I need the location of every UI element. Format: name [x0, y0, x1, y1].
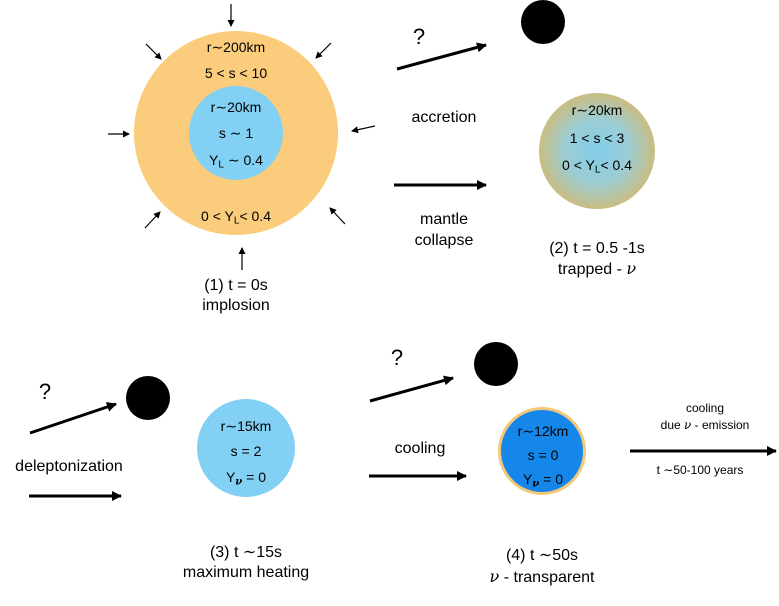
stage1-core-y-suffix: ∼ 0.4 — [223, 152, 263, 168]
stage1-outer-entropy: 5 < s < 10 — [204, 65, 268, 81]
stage1-outer-y-suffix: < 0.4 — [239, 208, 271, 224]
label-final-cooling: cooling — [685, 401, 725, 415]
stage1-core-lepton-fraction: YL ∼ 0.4 — [186, 153, 286, 171]
stage3-neutrino-fraction: Yν = 0 — [206, 470, 286, 488]
stage1-core-radius: r∼20km — [210, 99, 262, 115]
stage2-radius: r∼20km — [571, 102, 623, 118]
black-hole-top — [521, 0, 565, 44]
black-hole-left — [126, 376, 170, 420]
stage1-outer-lepton-fraction: 0 < YL< 0.4 — [181, 209, 291, 227]
final-emission-suffix: - emission — [691, 418, 750, 432]
question-mark-middle: ? — [390, 345, 404, 370]
arrow-to-black-hole-middle — [369, 375, 454, 403]
label-deleptonization: deleptonization — [15, 458, 123, 475]
stage4-y-suffix: = 0 — [539, 471, 564, 487]
stage2-caption-nu: ν — [626, 259, 637, 278]
implosion-arrows — [108, 4, 376, 270]
stage1-caption-name: implosion — [202, 297, 270, 314]
stage3-entropy: s = 2 — [230, 443, 262, 459]
stage3-caption-time: (3) t ∼15s — [209, 544, 283, 561]
arrow-to-black-hole-left — [29, 402, 117, 435]
final-emission-prefix: due — [660, 418, 685, 432]
stage2-caption-prefix: trapped - — [557, 261, 627, 278]
stage4-entropy: s = 0 — [527, 447, 559, 463]
stage2-y-sub: L — [594, 164, 601, 176]
question-mark-left: ? — [38, 379, 52, 404]
stage3-caption-name: maximum heating — [182, 564, 310, 581]
stage1-outer-y-prefix: 0 < Y — [201, 208, 234, 224]
question-mark-top: ? — [412, 24, 426, 49]
final-emission-nu: ν — [684, 418, 692, 432]
stage4-caption-time: (4) t ∼50s — [505, 547, 579, 564]
stage1-core-entropy: s ∼ 1 — [218, 125, 254, 141]
stage2-caption-time: (2) t = 0.5 -1s — [549, 240, 645, 257]
stage2-y-suffix: < 0.4 — [600, 157, 632, 173]
stage2-hot-neutron-star — [539, 93, 655, 209]
stage4-caption-nu: ν — [489, 567, 500, 586]
stage4-y-prefix: Y — [522, 471, 533, 487]
label-mantle: mantle — [419, 211, 469, 228]
label-accretion: accretion — [411, 109, 477, 126]
stage2-caption-name: trapped - ν — [532, 261, 662, 278]
label-final-emission: due ν - emission — [640, 419, 770, 431]
stage3-radius: r∼15km — [220, 418, 272, 434]
stage3-y-prefix: Y — [225, 469, 236, 485]
arrow-to-black-hole-top — [396, 42, 487, 71]
stage3-neutron-star — [197, 399, 295, 497]
stage4-caption-suffix: - transparent — [499, 569, 595, 586]
stage1-core-y-prefix: Y — [209, 152, 219, 168]
transition-arrows — [29, 42, 777, 501]
stage3-y-suffix: = 0 — [242, 469, 267, 485]
stage2-entropy: 1 < s < 3 — [569, 130, 625, 146]
stage3-y-sub: ν — [235, 476, 243, 488]
label-collapse: collapse — [414, 232, 474, 249]
stage4-radius: r∼12km — [517, 423, 569, 439]
label-cooling: cooling — [394, 440, 446, 457]
stage1-outer-radius: r∼200km — [206, 39, 266, 55]
stage2-y-prefix: 0 < Y — [562, 157, 595, 173]
stage4-neutrino-fraction: Yν = 0 — [505, 472, 581, 490]
stage4-neutron-star — [501, 410, 583, 492]
stage2-lepton-fraction: 0 < YL< 0.4 — [547, 158, 647, 176]
black-hole-middle — [474, 342, 518, 386]
stage4-caption-name: ν - transparent — [472, 569, 612, 586]
stage1-core — [189, 86, 283, 180]
stage1-caption-time: (1) t = 0s — [204, 277, 268, 294]
stage4-y-sub: ν — [532, 478, 540, 490]
label-final-time: t ∼50-100 years — [656, 463, 744, 477]
stage1-outer-y-sub: L — [233, 215, 240, 227]
stage1-core-y-sub: L — [218, 159, 224, 171]
